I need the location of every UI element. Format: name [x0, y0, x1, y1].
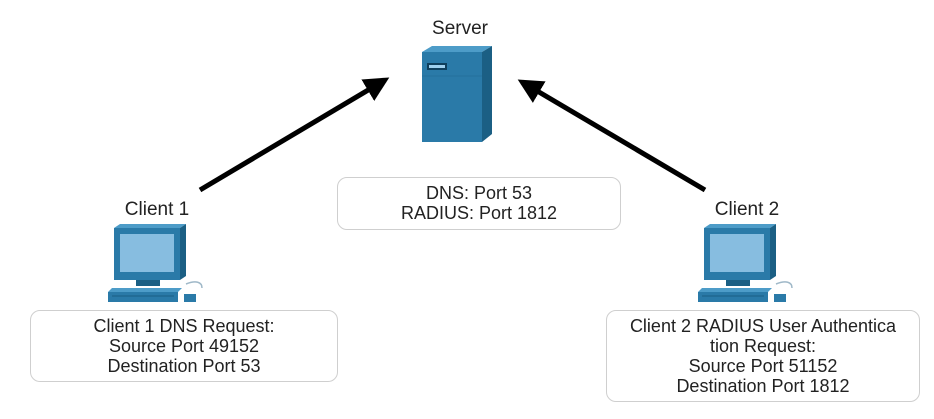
client1-source-port: Source Port 49152	[108, 336, 260, 356]
client2-request-title-cont: tion Request:	[709, 336, 817, 356]
server-label: Server	[432, 18, 488, 39]
server-radius-port: RADIUS: Port 1812	[400, 203, 558, 223]
client2-request-title: Client 2 RADIUS User Authentica	[629, 316, 897, 336]
client1-label: Client 1	[124, 199, 190, 220]
client1-request-box: Client 1 DNS Request: Source Port 49152 …	[30, 310, 338, 382]
arrow-client1-to-server	[198, 77, 390, 193]
client2-destination-port: Destination Port 1812	[676, 376, 850, 396]
client2-source-port: Source Port 51152	[688, 356, 838, 376]
client1-destination-port: Destination Port 53	[107, 356, 261, 376]
client2-label: Client 2	[714, 199, 780, 220]
client2-request-box: Client 2 RADIUS User Authentica tion Req…	[606, 310, 920, 402]
client1-request-title: Client 1 DNS Request:	[93, 316, 275, 336]
arrow-client2-to-server	[517, 79, 707, 193]
server-dns-port: DNS: Port 53	[425, 183, 533, 203]
server-icon	[422, 46, 492, 142]
desktop-computer-icon	[108, 224, 203, 302]
desktop-computer-icon	[698, 224, 793, 302]
server-ports-box: DNS: Port 53 RADIUS: Port 1812	[337, 177, 621, 230]
